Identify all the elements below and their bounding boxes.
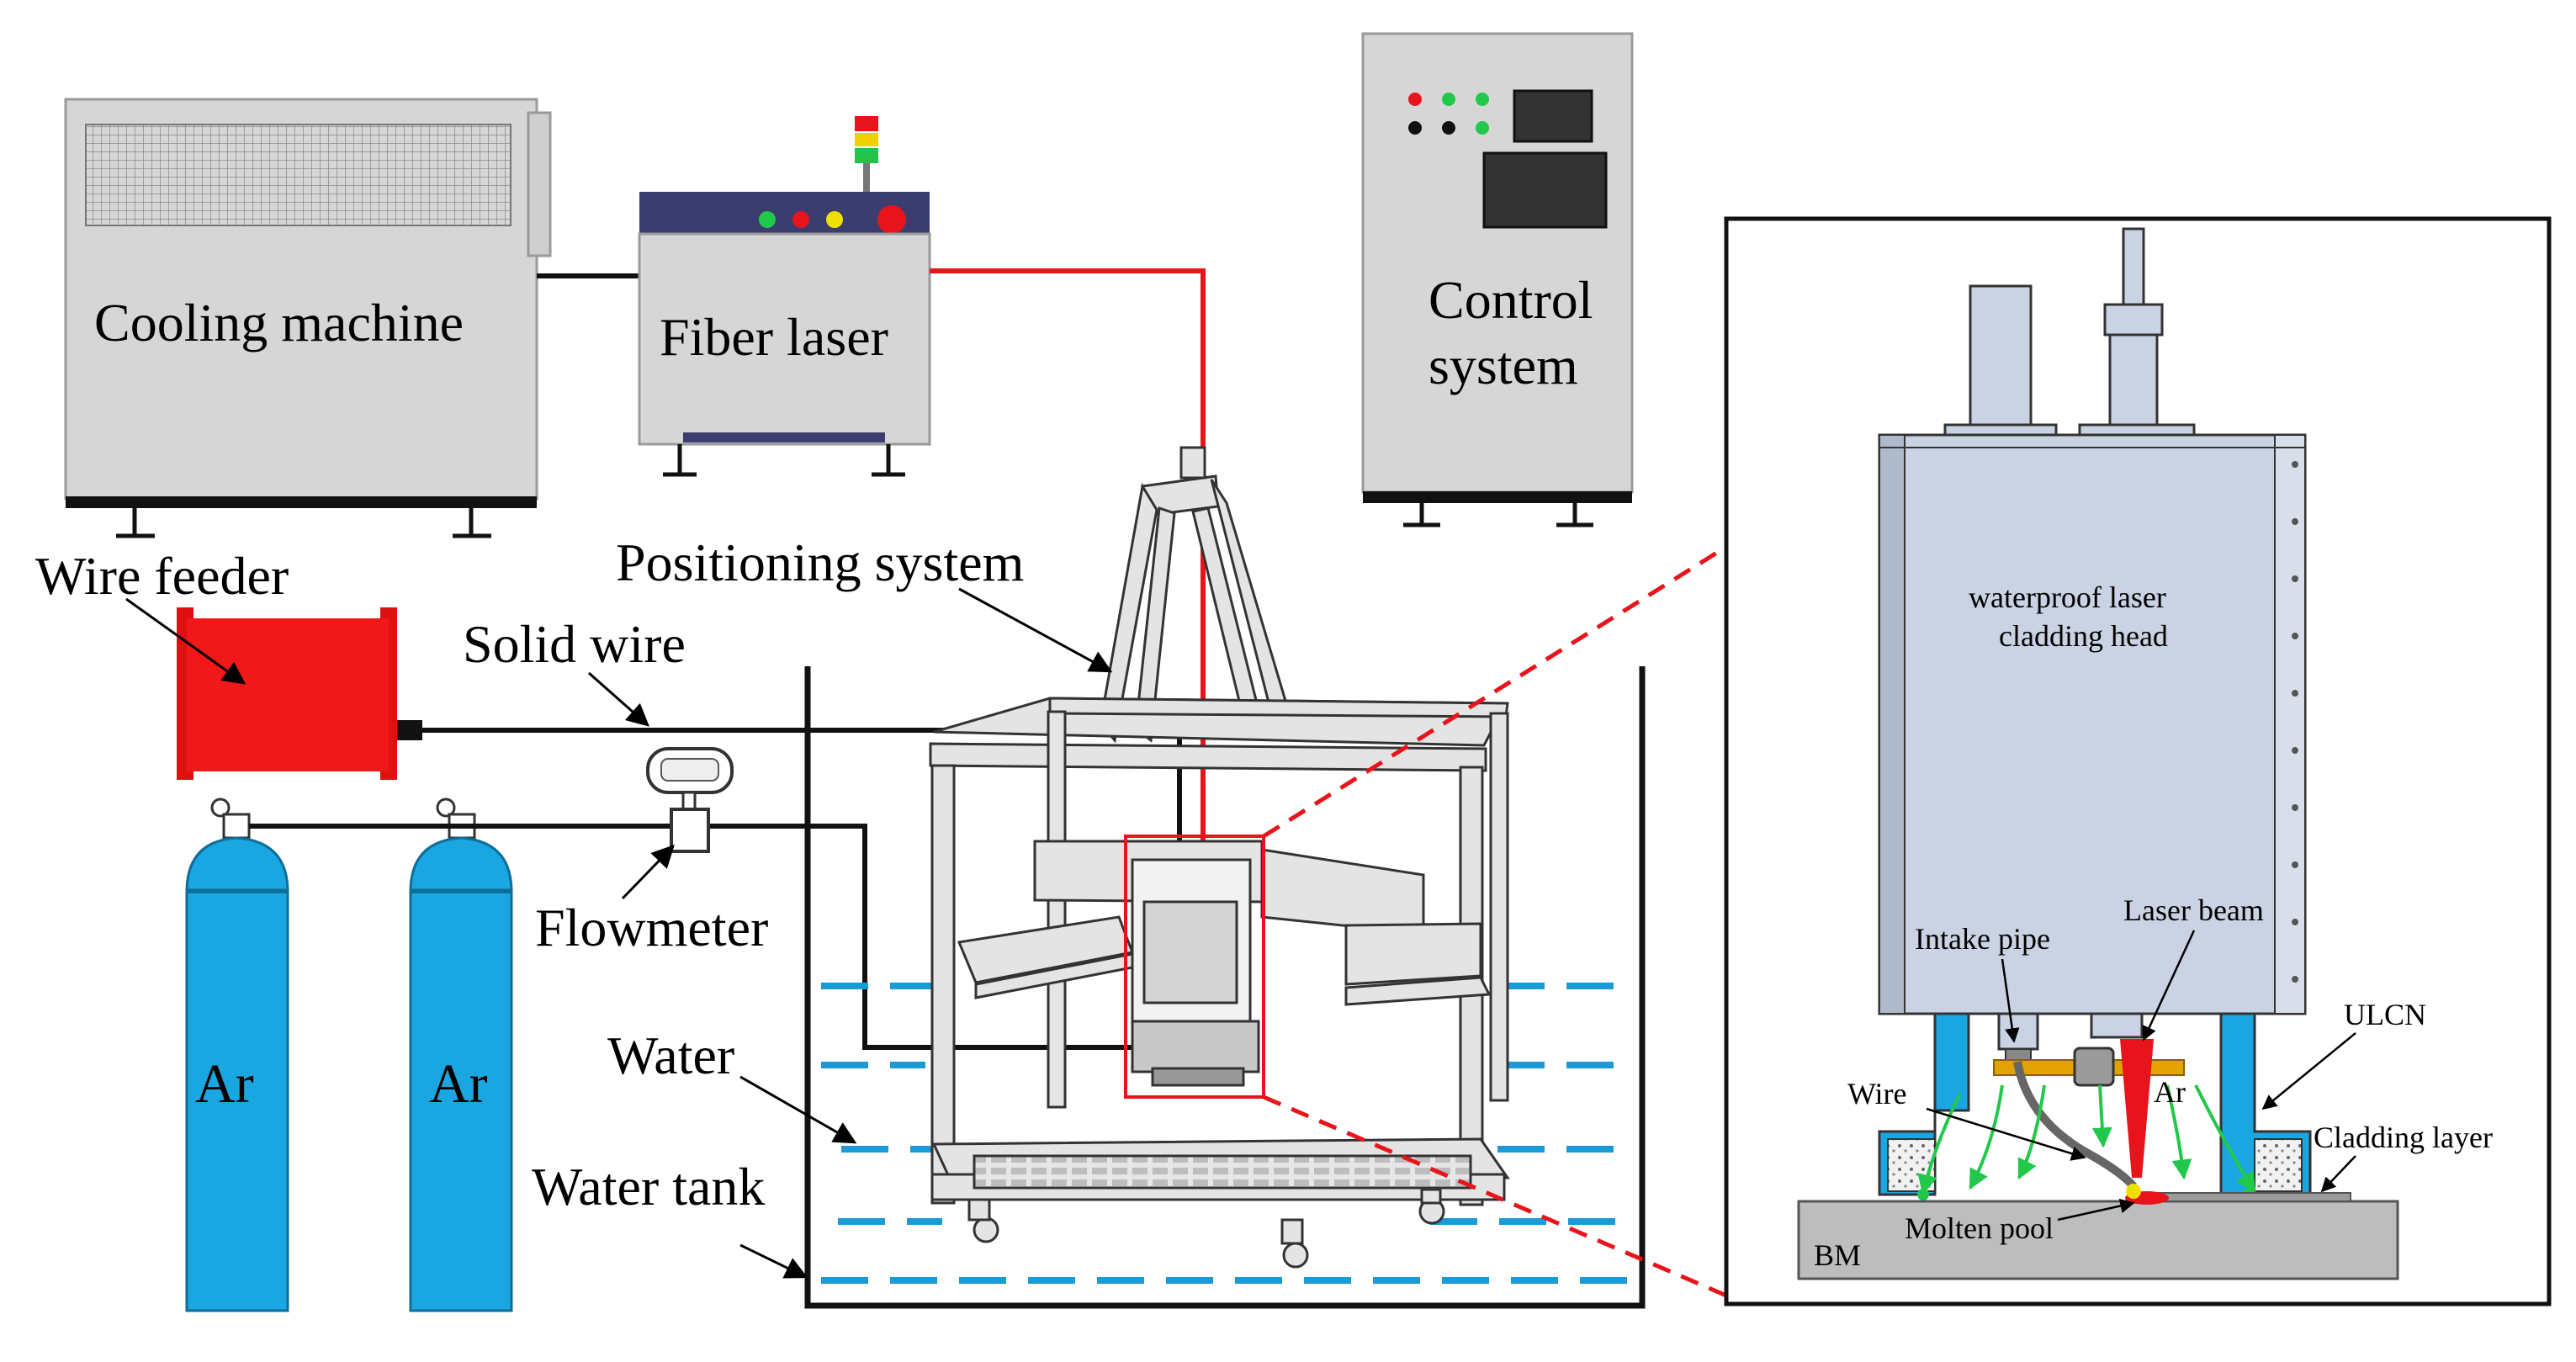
argon-cylinder-1: Ar — [185, 798, 289, 1312]
argon-gas-line — [249, 824, 1203, 1050]
beacon-green-light — [855, 148, 878, 163]
main-display-screen — [1482, 151, 1608, 229]
laser-fiber-cable — [930, 268, 1206, 858]
argon-cylinder-1-label: Ar — [195, 1053, 254, 1115]
cladding-layer — [2148, 1192, 2351, 1202]
beacon-yellow-light — [855, 133, 878, 146]
base-metal — [1797, 1200, 2399, 1280]
cooling-machine-vent-grille — [85, 124, 511, 226]
water-tank: Water Water tank — [532, 666, 1646, 1309]
flowmeter-label: Flowmeter — [535, 898, 768, 957]
laser-beam-label: Laser beam — [2123, 893, 2264, 927]
small-display-screen — [1513, 89, 1593, 143]
seal-left — [1887, 1138, 1936, 1192]
cladding-head-label-line2: cladding head — [1999, 619, 2168, 653]
yellow-indicator-icon — [826, 211, 843, 228]
argon-cylinder-2: Ar — [409, 798, 513, 1312]
wire-feeder-label: Wire feeder — [35, 546, 289, 606]
intake-pipe-label: Intake pipe — [1915, 922, 2050, 956]
cooling-machine: Cooling machine — [64, 98, 552, 538]
emergency-stop-icon — [877, 205, 906, 234]
beacon-red-light — [855, 116, 878, 131]
cladding-layer-label: Cladding layer — [2314, 1121, 2493, 1154]
cladding-head-detail: waterproof laser cladding head — [1724, 216, 2552, 1306]
fiber-laser: Fiber laser — [638, 116, 931, 477]
fiber-laser-label: Fiber laser — [660, 307, 888, 367]
cooling-machine-label: Cooling machine — [94, 293, 464, 352]
red-indicator-icon — [792, 211, 809, 228]
positioning-system — [929, 446, 1510, 1269]
wire-tip — [2126, 1184, 2141, 1199]
seal-right — [2254, 1138, 2303, 1192]
control-system-label-line1: Control — [1428, 270, 1593, 330]
wire-feeder: Wire feeder — [35, 546, 422, 780]
laser-beam-cone — [2120, 1039, 2154, 1178]
water-tank-label: Water tank — [532, 1157, 765, 1216]
wire-label: Wire — [1847, 1077, 1907, 1110]
argon-cylinder-2-label: Ar — [429, 1053, 488, 1115]
ulcn-label: ULCN — [2344, 998, 2426, 1031]
water-label: Water — [607, 1025, 734, 1085]
zoom-line-bottom — [1263, 1094, 1727, 1298]
positioning-system-label: Positioning system — [616, 533, 1024, 592]
ar-label: Ar — [2154, 1075, 2186, 1109]
cladding-head-body — [1878, 433, 2307, 1015]
water-level-lines — [821, 983, 1632, 1284]
zoom-region-box — [1124, 835, 1265, 1099]
green-indicator-icon — [759, 211, 776, 228]
control-system: Control system — [1361, 32, 1634, 527]
cladding-head-label-line1: waterproof laser — [1969, 580, 2166, 614]
molten-pool-label: Molten pool — [1905, 1211, 2054, 1245]
bm-label: BM — [1814, 1238, 1861, 1272]
solid-wire-label: Solid wire — [463, 614, 686, 674]
zoom-line-top — [1262, 544, 1728, 839]
control-system-label-line2: system — [1428, 336, 1578, 395]
flowmeter: Flowmeter — [535, 747, 768, 957]
